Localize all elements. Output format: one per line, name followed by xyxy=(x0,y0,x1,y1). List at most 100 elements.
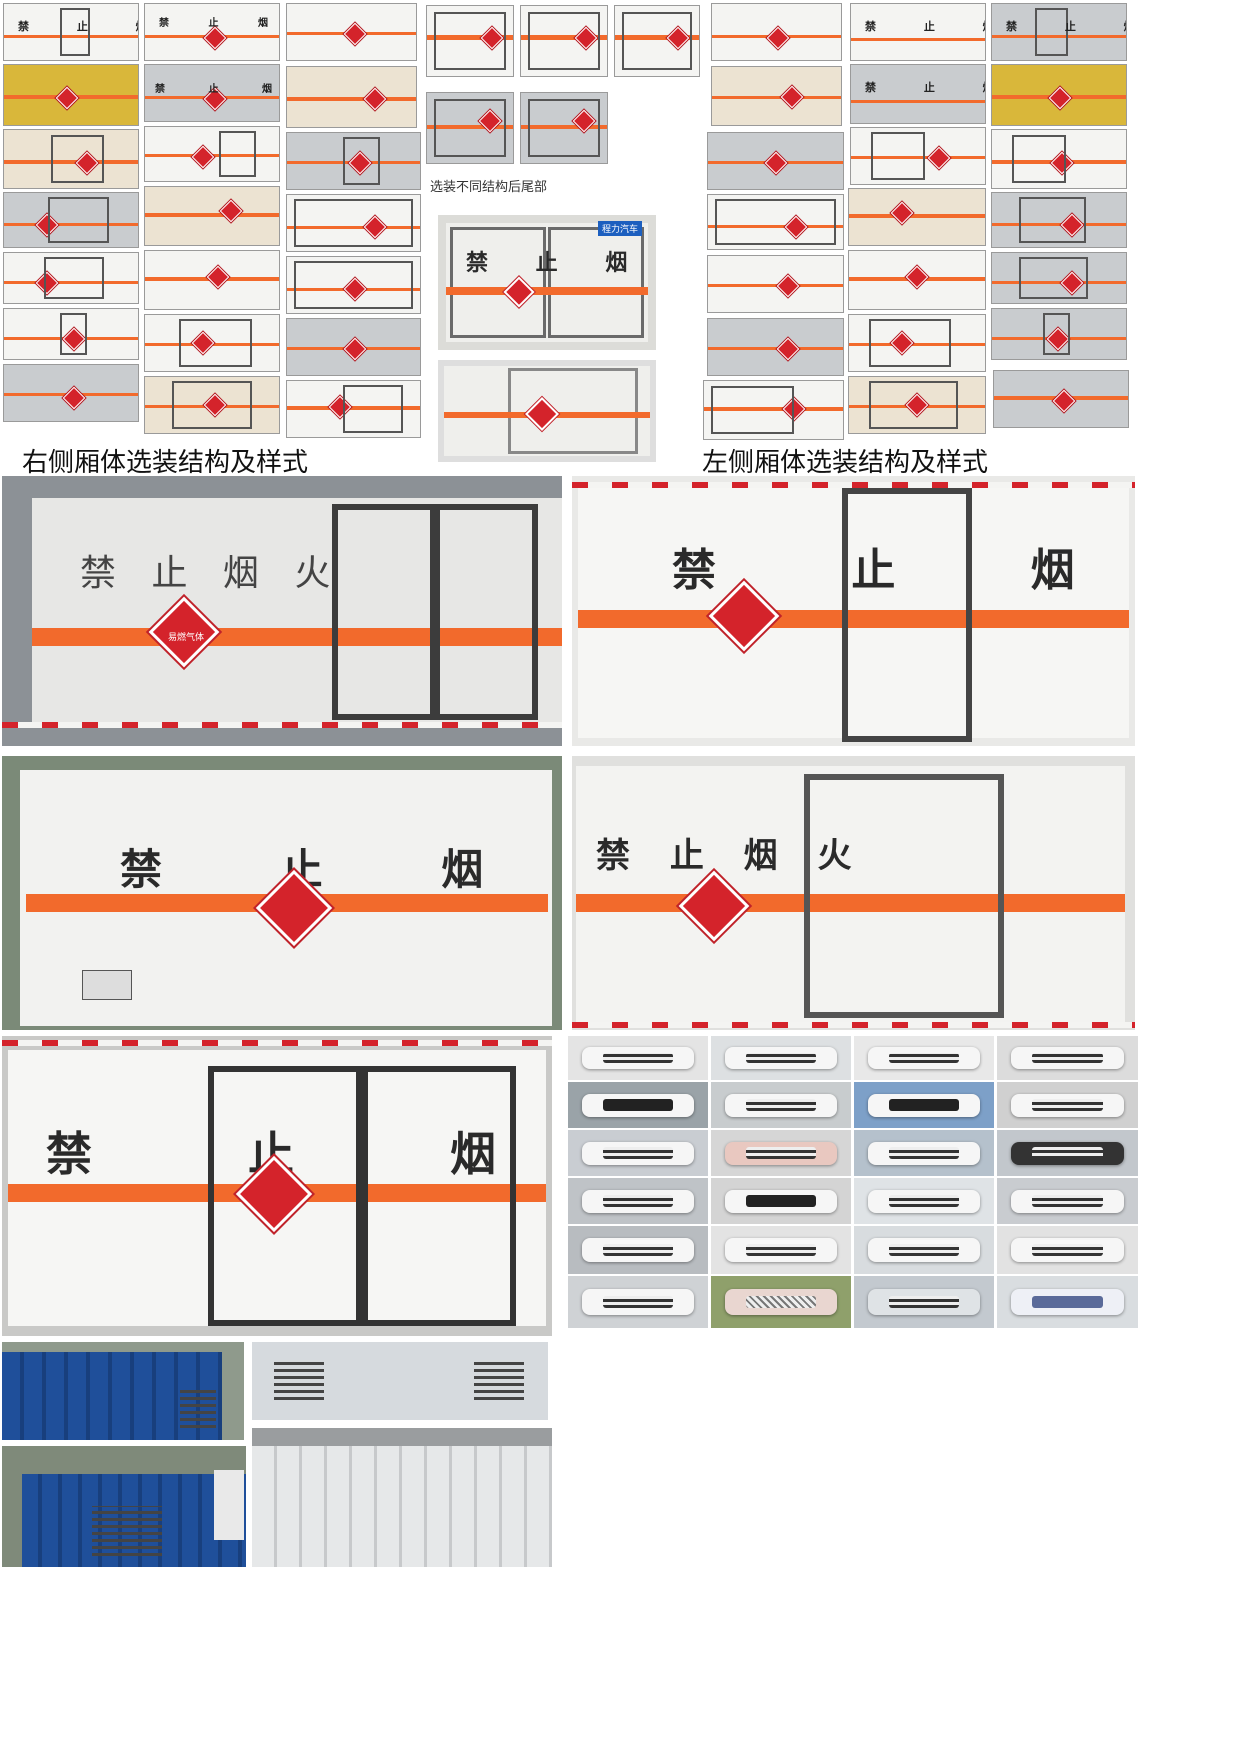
thumb-box xyxy=(707,132,844,190)
thumb-box xyxy=(703,380,844,440)
thumb-box xyxy=(707,255,844,313)
left-side-caption: 左侧厢体选装结构及样式 xyxy=(702,448,989,478)
refrigeration-unit xyxy=(568,1226,708,1274)
thumb-box xyxy=(286,3,417,61)
thumb-lettering: 禁 止 烟 火 xyxy=(865,81,985,94)
box-side-photo: 禁 止 烟 火 xyxy=(572,756,1135,1030)
thumb-box xyxy=(144,314,280,372)
thumb-box: 禁 止 烟 火 xyxy=(850,3,986,61)
thumb-lettering: 禁 止 烟 火 xyxy=(159,18,279,29)
thumb-box xyxy=(707,194,844,250)
thumb-lettering: 禁 止 烟 火 xyxy=(865,20,985,33)
thumb-box xyxy=(286,318,421,376)
refrigeration-unit xyxy=(997,1178,1138,1224)
refrigeration-unit xyxy=(997,1082,1138,1128)
blue-box-vent-photo xyxy=(2,1342,244,1440)
thumb-box xyxy=(3,129,139,189)
thumb-box xyxy=(144,126,280,182)
thumb-box xyxy=(991,129,1127,189)
thumb-box xyxy=(286,194,421,252)
thumb-box xyxy=(848,250,986,310)
thumb-box xyxy=(286,66,417,128)
thumb-lettering: 禁 止 烟 火 xyxy=(155,84,279,95)
refrigeration-unit xyxy=(854,1178,994,1224)
refrigeration-unit xyxy=(711,1178,851,1224)
refrigeration-unit xyxy=(568,1178,708,1224)
box-side-photo: 禁 止 烟 火 xyxy=(572,476,1135,746)
vent-panel-photo xyxy=(252,1342,548,1420)
refrigeration-unit xyxy=(854,1082,994,1128)
refrigeration-unit xyxy=(997,1276,1138,1328)
refrigeration-unit xyxy=(711,1036,851,1080)
refrigeration-unit xyxy=(711,1226,851,1274)
right-side-caption: 右侧厢体选装结构及样式 xyxy=(22,448,309,478)
refrigeration-unit xyxy=(568,1276,708,1328)
rear-thumb xyxy=(614,5,700,77)
thumb-box xyxy=(144,250,280,310)
thumb-box xyxy=(3,308,139,360)
rear-thumb xyxy=(426,5,514,77)
thumb-box xyxy=(3,252,139,304)
thumb-lettering: 禁 止 烟 火 xyxy=(18,20,138,33)
thumb-box xyxy=(991,308,1127,360)
side-panel-photo xyxy=(252,1428,552,1567)
rear-lettering: 禁 止 烟 火 xyxy=(466,251,656,276)
thumb-box xyxy=(286,132,421,190)
nameplate xyxy=(82,970,132,1000)
refrigeration-unit xyxy=(854,1130,994,1176)
thumb-box: 禁 止 烟 火 xyxy=(3,3,139,61)
thumb-box: 禁 止 烟 火 xyxy=(144,64,280,122)
box-side-photo: 禁 止 烟 火 易燃气体 xyxy=(2,476,562,746)
rear-thumb xyxy=(520,5,608,77)
thumb-box xyxy=(144,376,280,434)
rear-photo xyxy=(438,360,656,462)
thumb-box xyxy=(848,314,986,372)
no-fire-lettering: 禁 止 烟 火 xyxy=(672,545,1135,596)
thumb-box xyxy=(3,192,139,248)
box-side-photo: 禁 止 烟 火 xyxy=(2,1036,552,1336)
refrigeration-unit xyxy=(854,1226,994,1274)
no-fire-lettering: 禁 止 烟 火 xyxy=(80,553,343,594)
rear-thumb xyxy=(426,92,514,164)
thumb-box: 禁 止 烟 火 xyxy=(850,64,986,124)
thumb-lettering: 禁 止 烟 火 xyxy=(1006,20,1126,33)
thumb-box xyxy=(286,256,421,314)
rear-note-caption: 选装不同结构后尾部 xyxy=(430,180,548,195)
thumb-box xyxy=(991,252,1127,304)
thumb-box xyxy=(286,380,421,438)
thumb-box xyxy=(993,370,1129,428)
thumb-box xyxy=(848,188,986,246)
refrigeration-unit xyxy=(997,1226,1138,1274)
thumb-box: 禁 止 烟 火 xyxy=(991,3,1127,61)
thumb-box xyxy=(707,318,844,376)
thumb-box xyxy=(850,127,986,185)
box-rear-photo: 禁 止 烟 火 xyxy=(2,756,562,1030)
no-fire-lettering: 禁 止 烟 火 xyxy=(120,845,562,894)
refrigeration-unit xyxy=(854,1036,994,1080)
thumb-box xyxy=(3,64,139,126)
rear-thumb xyxy=(520,92,608,164)
no-fire-lettering: 禁 止 烟 火 xyxy=(46,1127,552,1181)
refrigeration-unit xyxy=(711,1276,851,1328)
refrigeration-unit xyxy=(711,1130,851,1176)
refrigeration-unit xyxy=(568,1130,708,1176)
thumb-box xyxy=(848,376,986,434)
brand-badge: 程力汽车 xyxy=(597,221,642,236)
refrigeration-unit xyxy=(997,1130,1138,1176)
thumb-box: 禁 止 烟 火 xyxy=(144,3,280,61)
refrigeration-unit xyxy=(568,1036,708,1080)
refrigeration-unit xyxy=(854,1276,994,1328)
refrigeration-unit xyxy=(568,1082,708,1128)
refrigeration-unit-grid xyxy=(568,1036,1138,1328)
thumb-box xyxy=(3,364,139,422)
thumb-box xyxy=(711,3,842,61)
refrigeration-unit xyxy=(711,1082,851,1128)
hazard-label-text: 易燃气体 xyxy=(168,633,205,643)
thumb-box xyxy=(144,186,280,246)
thumb-box xyxy=(711,66,842,126)
thumb-box xyxy=(991,64,1127,126)
rear-photo: 禁 止 烟 火 程力汽车 xyxy=(438,215,656,350)
blue-box-vent-photo xyxy=(2,1446,246,1567)
refrigeration-unit xyxy=(997,1036,1138,1080)
thumb-box xyxy=(991,192,1127,248)
